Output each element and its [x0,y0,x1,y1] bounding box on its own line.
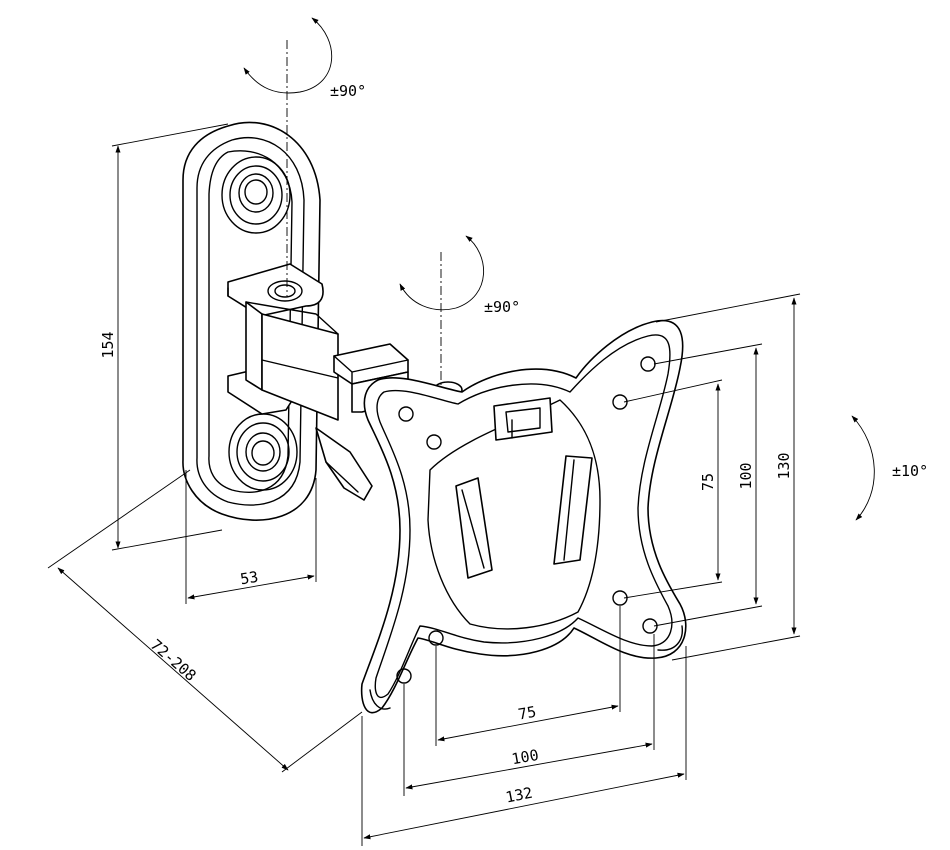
upper-rotation-arrow [243,17,333,94]
dimension-vesa-outer-vertical: 100 [653,343,763,627]
vesa-plate [360,319,687,714]
svg-text:132: 132 [504,784,534,807]
dimension-plate-height: 130 [655,293,801,661]
dimension-vesa-inner-horizontal: 75 [435,606,621,746]
svg-text:53: 53 [239,568,260,589]
svg-text:100: 100 [510,746,540,768]
svg-text:130: 130 [775,452,793,479]
svg-text:100: 100 [737,462,755,489]
dimension-arm-extension: 72-208 [47,469,363,773]
svg-text:75: 75 [517,703,538,724]
dimension-vesa-inner-vertical: 75 [623,379,723,599]
dimension-wall-plate-height: 154 [99,123,229,551]
svg-text:154: 154 [99,331,117,358]
lower-rotation-label: ±90° [484,298,520,316]
svg-text:75: 75 [699,473,717,491]
svg-text:72-208: 72-208 [147,636,200,685]
lower-rotation-arrow [399,235,485,311]
upper-rotation-label: ±90° [330,82,366,100]
tilt-rotation-label: ±10° [892,462,928,480]
tilt-rotation-arrow [851,415,875,521]
dimension-plate-width: 132 [361,646,687,846]
